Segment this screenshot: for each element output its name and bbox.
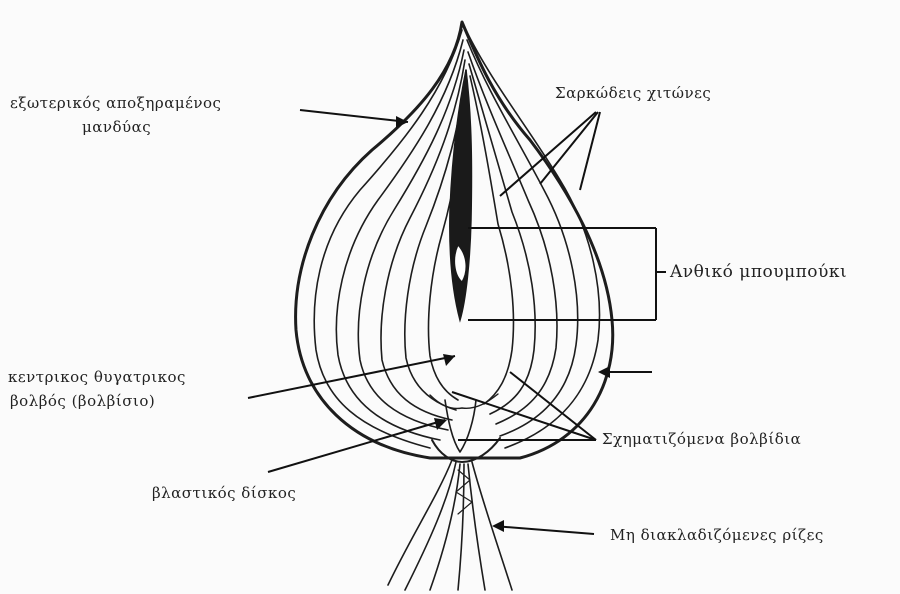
label-roots: Μη διακλαδιζόμενες ρίζες: [610, 526, 824, 544]
label-basal-plate: βλαστικός δίσκος: [152, 484, 296, 502]
label-flower-bud: Ανθικό μπουμπούκι: [670, 262, 847, 282]
label-central-bulb-line1: κεντρικος θυγατρικος: [8, 368, 186, 386]
label-central-bulb-line2: βολβός (βολβίσιο): [10, 392, 155, 410]
label-outer-tunic-line2: μανδύας: [82, 118, 151, 136]
bulb-body: [296, 22, 613, 590]
label-fleshy-scales: Σαρκώδεις χιτώνες: [555, 84, 711, 102]
label-forming-bulblets: Σχηματιζόμενα βολβίδια: [602, 430, 801, 448]
label-outer-tunic-line1: εξωτερικός αποξηραμένος: [10, 94, 221, 112]
